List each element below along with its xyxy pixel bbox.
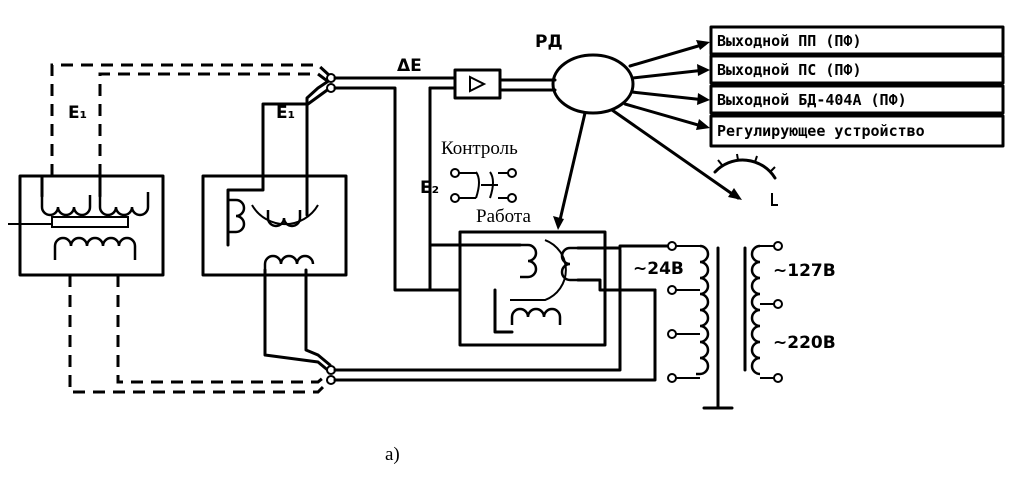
output-arrows: [623, 40, 710, 130]
middle-coil-bottom: [263, 254, 315, 270]
delta-e-label: ΔE: [397, 56, 422, 76]
e2-label: E₂: [420, 178, 439, 198]
output-label-1: Выходной ПП (ПФ): [717, 32, 862, 50]
v220-label: ~220В: [773, 333, 836, 353]
sensor-block-middle: [201, 174, 348, 277]
dashed-wire-2: [98, 72, 331, 176]
middle-arc: [251, 204, 319, 226]
control-label: Контроль: [441, 138, 518, 159]
sensor-coil-bottom: [53, 236, 137, 260]
rd-label: РД: [535, 32, 563, 52]
sensor-coil-top-left: [40, 195, 92, 217]
work-label: Работа: [476, 206, 531, 227]
output-label-3: Выходной БД-404А (ПФ): [717, 91, 907, 109]
output-box-1: [709, 25, 1005, 56]
middle-coil-center: [266, 210, 302, 228]
dashed-wire-1: [50, 63, 332, 176]
sensor-plunger: [51, 216, 129, 228]
supply-transformer: [618, 241, 783, 410]
output-box-4: [709, 114, 1005, 148]
terminal-cross-bottom: [326, 365, 336, 385]
e1-right-label: E₁: [276, 103, 295, 123]
middle-coil-left: [228, 198, 246, 234]
output-label-4: Регулирующее устройство: [717, 122, 925, 140]
mode-switch: [450, 168, 517, 203]
feedback-arc: [510, 239, 567, 301]
output-label-2: Выходной ПС (ПФ): [717, 61, 862, 79]
caption-label: а): [385, 444, 400, 465]
v24-label: ~24В: [633, 259, 684, 279]
amplifier-symbol: [469, 75, 487, 93]
dashed-wire-4: [116, 275, 331, 384]
dashed-wire-3: [68, 275, 332, 394]
sensor-block-left: [18, 174, 165, 277]
sensor-coil-top-right: [98, 192, 150, 217]
output-box-3: [709, 84, 1005, 115]
output-box-2: [709, 54, 1005, 85]
feedback-coil-bottom: [510, 307, 562, 325]
e1-left-label: E₁: [68, 103, 87, 123]
rd-unit: [551, 53, 635, 115]
amplifier-block: [453, 68, 502, 100]
v127-label: ~127В: [773, 261, 836, 281]
gauge-icon: [610, 108, 778, 206]
feedback-coil-left: [520, 243, 538, 279]
